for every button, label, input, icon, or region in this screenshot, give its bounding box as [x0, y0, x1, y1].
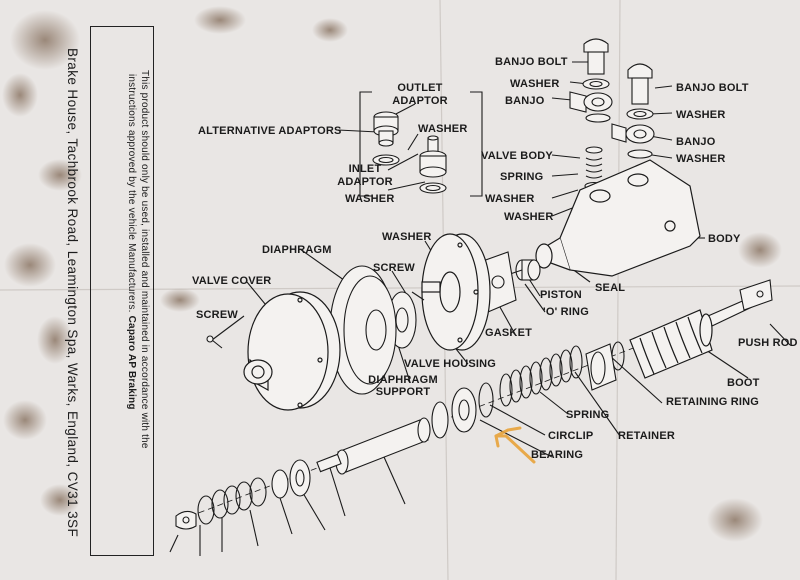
- push-rod: [707, 279, 773, 327]
- main-shaft: [316, 417, 431, 475]
- label-valve-housing: VALVE HOUSING: [404, 358, 497, 370]
- banjo-bolt-top: [569, 38, 613, 123]
- label-diaphragm-support-2: SUPPORT: [375, 386, 431, 398]
- inlet-adaptor: [419, 135, 447, 194]
- brand-name: Caparo AP Braking: [126, 315, 137, 410]
- label-spring-upper: SPRING: [500, 171, 544, 183]
- piston-and-seal: [503, 259, 541, 281]
- label-valve-cover: VALVE COVER: [192, 275, 272, 287]
- lower-small-parts: [175, 459, 311, 530]
- annotation-arrow-icon: [494, 426, 536, 464]
- label-retaining-ring: RETAINING RING: [666, 396, 760, 408]
- label-inlet-adaptor-1: INLET: [348, 163, 382, 175]
- label-bearing: BEARING: [531, 449, 584, 461]
- label-washer-inlet: WASHER: [345, 193, 395, 205]
- label-boot: BOOT: [727, 377, 760, 389]
- grease-stains: [2, 6, 782, 542]
- label-retainer: RETAINER: [618, 430, 676, 442]
- label-screw-left: SCREW: [196, 309, 238, 321]
- label-banjo-right: BANJO: [676, 136, 716, 148]
- label-banjo-bolt-right: BANJO BOLT: [676, 82, 749, 94]
- label-screw-upper: SCREW: [373, 262, 415, 274]
- main-spring: [499, 345, 583, 407]
- boot: [629, 309, 713, 379]
- label-outlet-adaptor-1: OUTLET: [397, 82, 443, 94]
- label-o-ring: 'O' RING: [543, 306, 589, 318]
- master-cylinder-body: [535, 159, 701, 277]
- label-washer-mid-1: WASHER: [485, 193, 535, 205]
- label-alternative-adaptors: ALTERNATIVE ADAPTORS: [198, 125, 342, 137]
- banjo-bolt-right: [611, 63, 655, 159]
- label-piston: PISTON: [540, 289, 582, 301]
- company-address: Brake House, Tachbrook Road, Leamington …: [65, 48, 80, 538]
- notice-box: [90, 26, 154, 556]
- label-body: BODY: [708, 233, 741, 245]
- label-gasket: GASKET: [485, 327, 533, 339]
- label-diaphragm: DIAPHRAGM: [262, 244, 332, 256]
- notice-line-1: This product should only be used, instal…: [139, 70, 150, 449]
- label-banjo-bolt-top: BANJO BOLT: [495, 56, 568, 68]
- valve-housing: [421, 233, 491, 351]
- screws: [206, 291, 425, 349]
- label-washer-top: WASHER: [510, 78, 560, 90]
- label-washer-right-2: WASHER: [676, 153, 726, 165]
- label-washer-right-1: WASHER: [676, 109, 726, 121]
- valve-cover: [243, 291, 341, 411]
- label-outlet-adaptor-2: ADAPTOR: [392, 95, 448, 107]
- label-valve-body: VALVE BODY: [481, 150, 553, 162]
- notice-line-2: instructions approved by the vehicle Man…: [126, 74, 137, 410]
- retainer: [585, 343, 617, 391]
- label-inlet-adaptor-2: ADAPTOR: [337, 176, 393, 188]
- label-push-rod: PUSH ROD: [738, 337, 798, 349]
- label-spring-lower: SPRING: [566, 409, 610, 421]
- label-circlip: CIRCLIP: [548, 430, 594, 442]
- label-washer-mid-2: WASHER: [504, 211, 554, 223]
- label-seal: SEAL: [595, 282, 626, 294]
- alternative-adaptors-bracket: [359, 91, 483, 197]
- label-washer-diaphragm: WASHER: [382, 231, 432, 243]
- label-diaphragm-support-1: DIAPHRAGM: [368, 374, 438, 386]
- circlip-and-bearing: [431, 382, 494, 439]
- outlet-adaptor: [372, 111, 400, 166]
- label-banjo-left: BANJO: [505, 95, 545, 107]
- notice-line-2-prefix: instructions approved by the vehicle Man…: [126, 74, 137, 316]
- diaphragm: [329, 265, 397, 395]
- label-washer-outlet: WASHER: [418, 123, 468, 135]
